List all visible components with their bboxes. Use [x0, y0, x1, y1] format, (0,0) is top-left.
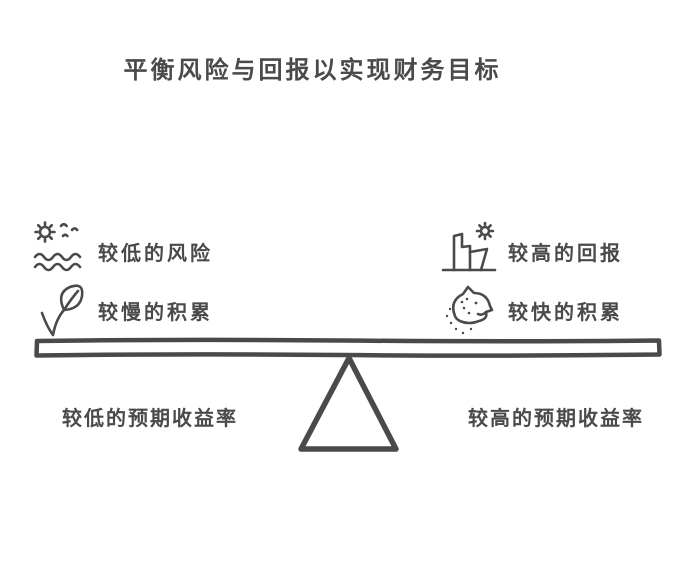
cliff-sun-icon	[440, 221, 494, 275]
leopard-icon	[442, 283, 496, 337]
balance-beam	[34, 337, 662, 358]
diagram-title: 平衡风险与回报以实现财务目标	[123, 58, 502, 84]
outcome-label-higher-expected-yield: 较高的预期收益率	[468, 408, 644, 430]
feature-label-higher-return: 较高的回报	[508, 243, 623, 265]
feature-label-faster-accumulation: 较快的积累	[508, 302, 623, 324]
fulcrum-triangle	[298, 355, 399, 452]
calm-sea-icon	[32, 219, 86, 273]
feature-label-lower-risk: 较低的风险	[98, 243, 213, 265]
sprout-icon	[36, 283, 90, 337]
feature-label-slower-accumulation: 较慢的积累	[98, 302, 213, 324]
outcome-label-lower-expected-yield: 较低的预期收益率	[62, 408, 238, 430]
